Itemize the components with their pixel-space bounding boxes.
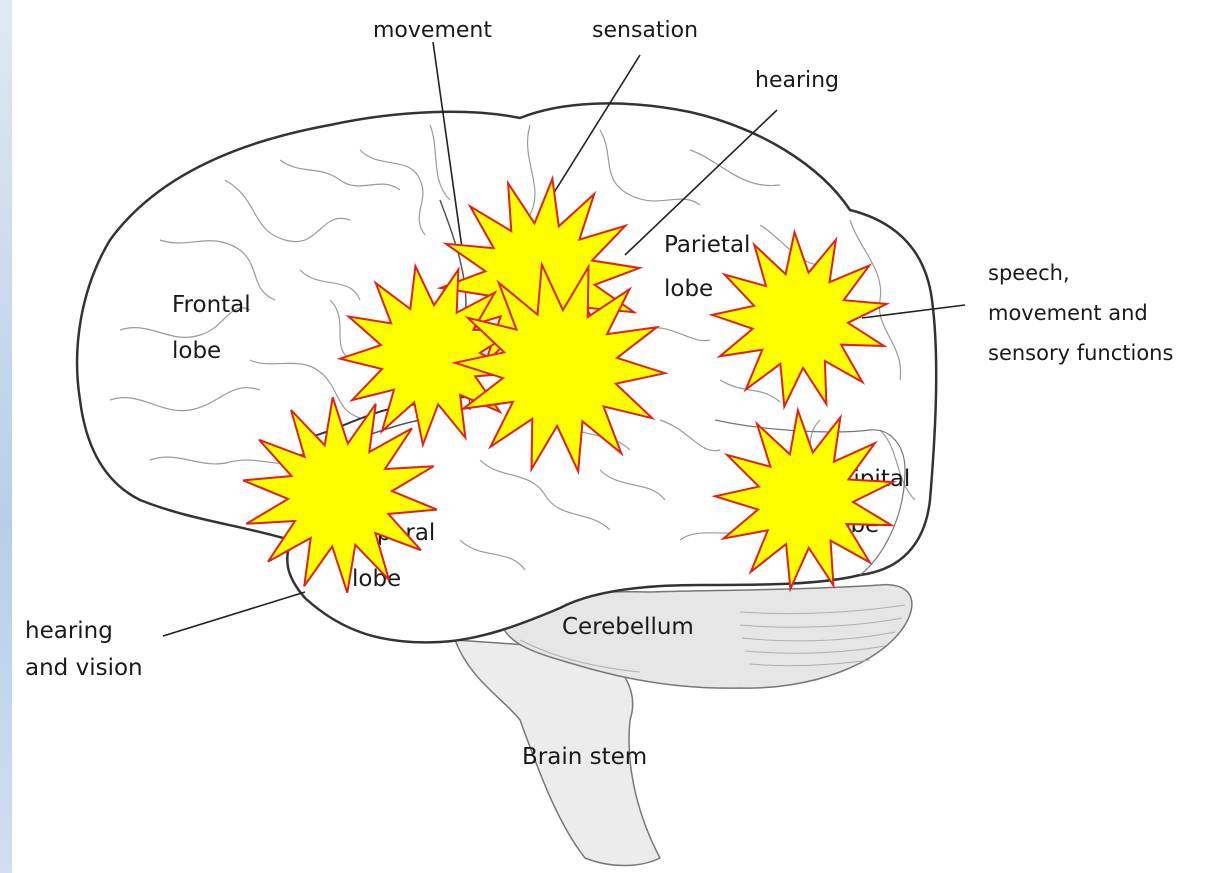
movement-and-label: movement and [988, 298, 1148, 328]
frontal-lobe-label-2: lobe [172, 336, 221, 366]
sensation-label: sensation [592, 16, 698, 46]
sensory-functions-label: sensory functions [988, 338, 1173, 368]
cerebrum-outline [77, 103, 936, 642]
temporal-lobe-label-1: Temporal [330, 518, 435, 548]
occipital-lobe-label-2: lobe [830, 510, 879, 540]
frontal-lobe-label-1: Frontal [172, 290, 251, 320]
parietal-lobe-label-1: Parietal [664, 230, 750, 260]
brain-stem-label: Brain stem [522, 742, 647, 772]
parietal-lobe-label-2: lobe [664, 274, 713, 304]
hearing-top-label: hearing [755, 66, 839, 96]
speech-label: speech, [988, 258, 1070, 288]
and-vision-label: and vision [25, 653, 143, 683]
temporal-lobe-label-2: lobe [352, 564, 401, 594]
cerebellum-label: Cerebellum [562, 612, 694, 642]
movement-label: movement [373, 16, 492, 46]
hearing-bottom-label: hearing [25, 616, 113, 646]
occipital-lobe-label-1: Occipital [810, 464, 910, 494]
